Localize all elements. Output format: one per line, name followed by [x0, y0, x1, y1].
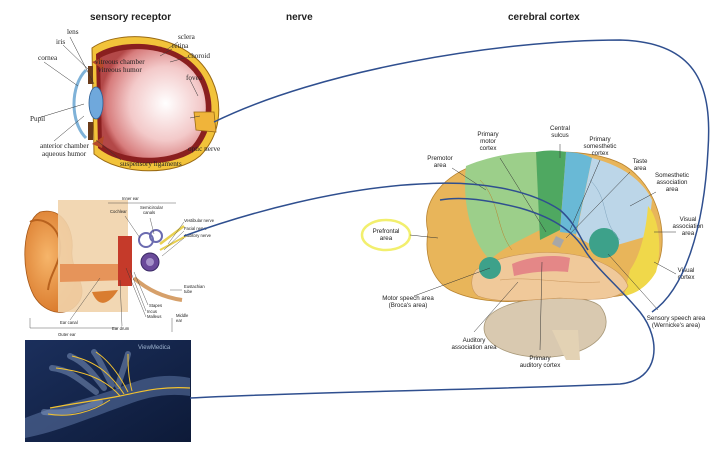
- label-line: Sensory speech area: [647, 315, 706, 322]
- ear-label-facial-nerve: Facial nerve: [184, 226, 207, 231]
- label-line: area: [634, 165, 647, 172]
- eye-label-pupil: Pupil: [30, 115, 45, 123]
- label-line: association: [657, 179, 689, 186]
- eye-label-vitreous-2: vitreous humor: [98, 66, 142, 74]
- label-line: auditory cortex: [520, 362, 561, 369]
- label-line: area: [380, 235, 393, 242]
- eye-label-optic-nerve: optic nerve: [188, 145, 220, 153]
- ear-label-inner-ear: Inner ear: [122, 196, 139, 201]
- brain-label-lines: [409, 144, 677, 351]
- eye-label-fovea: fovea: [186, 74, 203, 82]
- eye-label-sclera: sclera: [178, 33, 196, 41]
- label-line: Motor speech area: [382, 295, 434, 302]
- label-line: cortex: [678, 274, 696, 281]
- ear-label-middle-2: ear: [176, 318, 183, 323]
- label-line: Premotor: [427, 155, 452, 162]
- ear-label-eustachian-1: Eustachian: [184, 284, 205, 289]
- ear-label-eustachian-2: tube: [184, 289, 193, 294]
- label-line: cortex: [592, 150, 610, 157]
- hand-watermark: ViewMedica: [138, 345, 171, 351]
- label-line: Central: [550, 125, 570, 132]
- label-line: Prefrontal: [373, 228, 400, 235]
- ear-label-incus: Incus: [147, 309, 157, 314]
- ear-label-middle-1: Middle: [176, 313, 189, 318]
- brain-label-motor-speech: Motor speech area(Broca's area): [382, 295, 434, 309]
- ear-label-semicircular-1: Semicircular: [140, 205, 164, 210]
- label-line: association area: [451, 344, 497, 351]
- label-line: Primary: [477, 131, 499, 138]
- ear-label-outer-ear: Outer ear: [58, 332, 76, 337]
- label-line: (Wernicke's area): [652, 322, 700, 329]
- label-line: Primary: [529, 355, 551, 362]
- hand-illustration: [25, 340, 191, 442]
- brain-label-sensory-speech: Sensory speech area(Wernicke's area): [647, 315, 706, 329]
- label-line: (Broca's area): [389, 302, 428, 309]
- nerve-pathways: [183, 39, 710, 399]
- ear-label-lines: [29, 202, 185, 332]
- eye-illustration: [72, 36, 220, 172]
- header-cerebral-cortex: cerebral cortex: [508, 12, 580, 23]
- ear-label-malleus: Malleus: [147, 314, 161, 319]
- eye-label-cornea: cornea: [38, 54, 58, 62]
- label-line: area: [434, 162, 447, 169]
- eye-label-choroid: choroid: [188, 52, 210, 60]
- eye-label-lens: lens: [67, 28, 79, 36]
- label-line: cortex: [480, 145, 498, 152]
- ear-label-cochlear: Cochlear: [110, 209, 127, 214]
- label-line: area: [666, 186, 679, 193]
- nerve-hand-to-cortex: [189, 197, 655, 399]
- label-line: Visual: [678, 267, 695, 274]
- label-line: Auditory: [463, 337, 487, 344]
- eye-label-vitreous-1: vitreous chamber: [95, 58, 145, 66]
- brain-illustration: [426, 150, 663, 360]
- label-line: Primary: [589, 136, 611, 143]
- eye-label-anterior-1: anterior chamber: [40, 142, 89, 150]
- ear-label-auditory-nerve: Auditory nerve: [184, 233, 212, 238]
- label-line: area: [682, 230, 695, 237]
- ear-label-semicircular-2: canals: [143, 210, 155, 215]
- label-line: Taste: [633, 158, 648, 165]
- nerve-ear-to-cortex: [183, 182, 589, 251]
- label-line: sulcus: [551, 132, 569, 139]
- ear-label-stapes: Stapes: [149, 303, 162, 308]
- nerve-eye-to-cortex: [213, 39, 710, 313]
- eye-labels: [37, 36, 201, 161]
- eye-label-anterior-2: aqueous humor: [42, 150, 87, 158]
- label-line: somesthetic: [583, 143, 616, 150]
- header-nerve: nerve: [286, 12, 313, 23]
- ear-label-vestibular-nerve: Vestibular nerve: [184, 218, 215, 223]
- label-line: association: [673, 223, 705, 230]
- label-line: motor: [480, 138, 496, 145]
- eye-label-iris: iris: [56, 38, 65, 46]
- ear-illustration: [24, 200, 187, 313]
- header-sensory-receptor: sensory receptor: [90, 12, 172, 23]
- label-line: Somesthetic: [655, 172, 689, 179]
- ear-label-ear-drum: Ear drum: [112, 326, 130, 331]
- eye-label-suspensory: suspensory ligaments: [120, 160, 182, 168]
- ear-label-ear-canal: Ear canal: [60, 320, 78, 325]
- label-line: Visual: [680, 216, 697, 223]
- eye-label-retina: retina: [172, 42, 189, 50]
